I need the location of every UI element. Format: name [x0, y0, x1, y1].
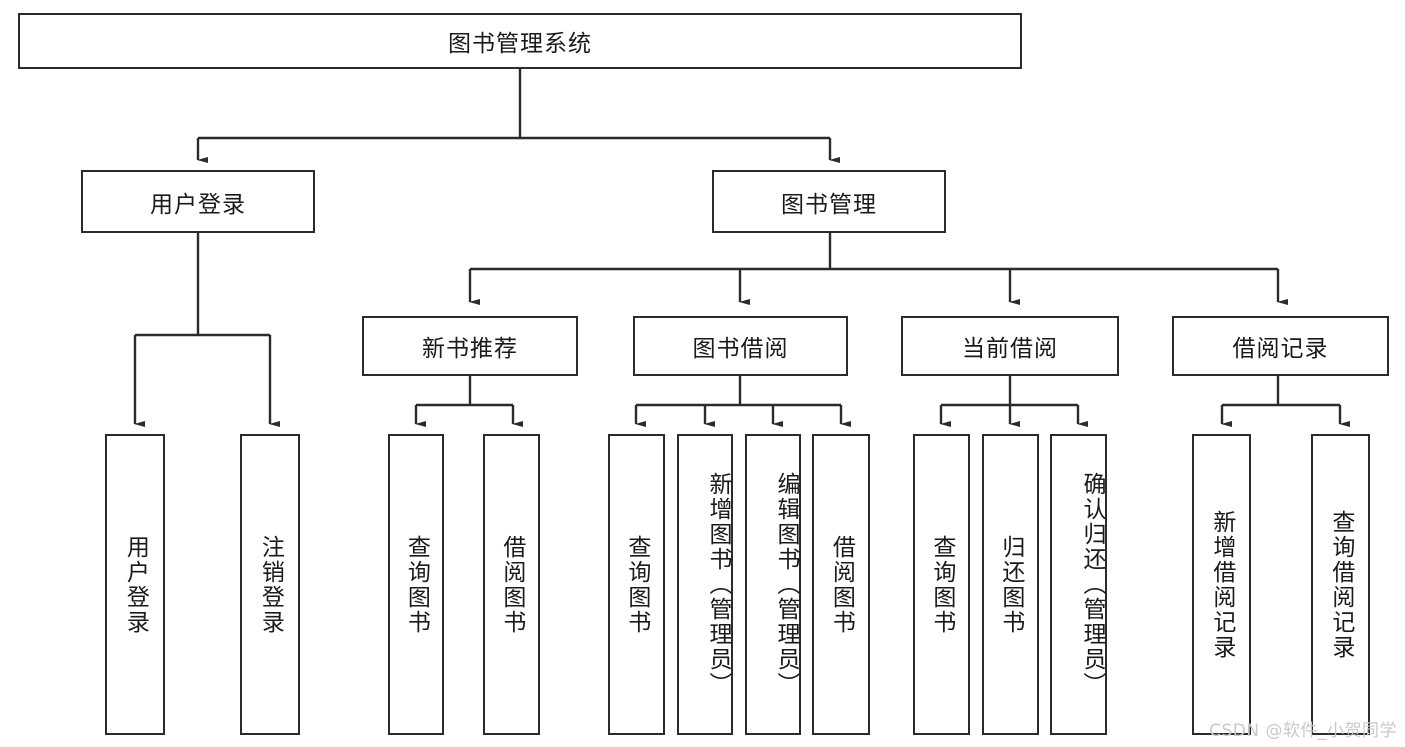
node-current-borrow[interactable]: 当前借阅	[901, 316, 1119, 376]
leaf-user-login-login[interactable]: 用户登录	[105, 434, 165, 735]
node-book-management[interactable]: 图书管理	[712, 170, 946, 233]
leaf-new-book-query-book[interactable]: 查询图书	[388, 434, 444, 735]
leaf-current-borrow-return-book[interactable]: 归还图书	[982, 434, 1039, 735]
leaf-current-borrow-confirm-return-admin[interactable]: 确认归还（管理员）	[1050, 434, 1107, 735]
node-borrow-record[interactable]: 借阅记录	[1172, 316, 1389, 376]
leaf-book-borrow-edit-book-admin[interactable]: 编辑图书（管理员）	[745, 434, 801, 735]
node-user-login[interactable]: 用户登录	[81, 170, 315, 233]
leaf-current-borrow-query-book[interactable]: 查询图书	[913, 434, 970, 735]
node-book-borrow[interactable]: 图书借阅	[633, 316, 848, 376]
leaf-book-borrow-borrow-book[interactable]: 借阅图书	[812, 434, 870, 735]
node-root-book-management-system[interactable]: 图书管理系统	[18, 13, 1022, 69]
leaf-user-login-logout[interactable]: 注销登录	[240, 434, 300, 735]
node-new-book-recommend[interactable]: 新书推荐	[362, 316, 578, 376]
leaf-book-borrow-query-book[interactable]: 查询图书	[608, 434, 665, 735]
leaf-borrow-record-query-record[interactable]: 查询借阅记录	[1311, 434, 1370, 735]
leaf-book-borrow-add-book-admin[interactable]: 新增图书（管理员）	[677, 434, 733, 735]
watermark-text: CSDN @软件_小贺同学	[1209, 721, 1397, 741]
leaf-new-book-borrow-book[interactable]: 借阅图书	[483, 434, 540, 735]
leaf-borrow-record-add-record[interactable]: 新增借阅记录	[1192, 434, 1251, 735]
